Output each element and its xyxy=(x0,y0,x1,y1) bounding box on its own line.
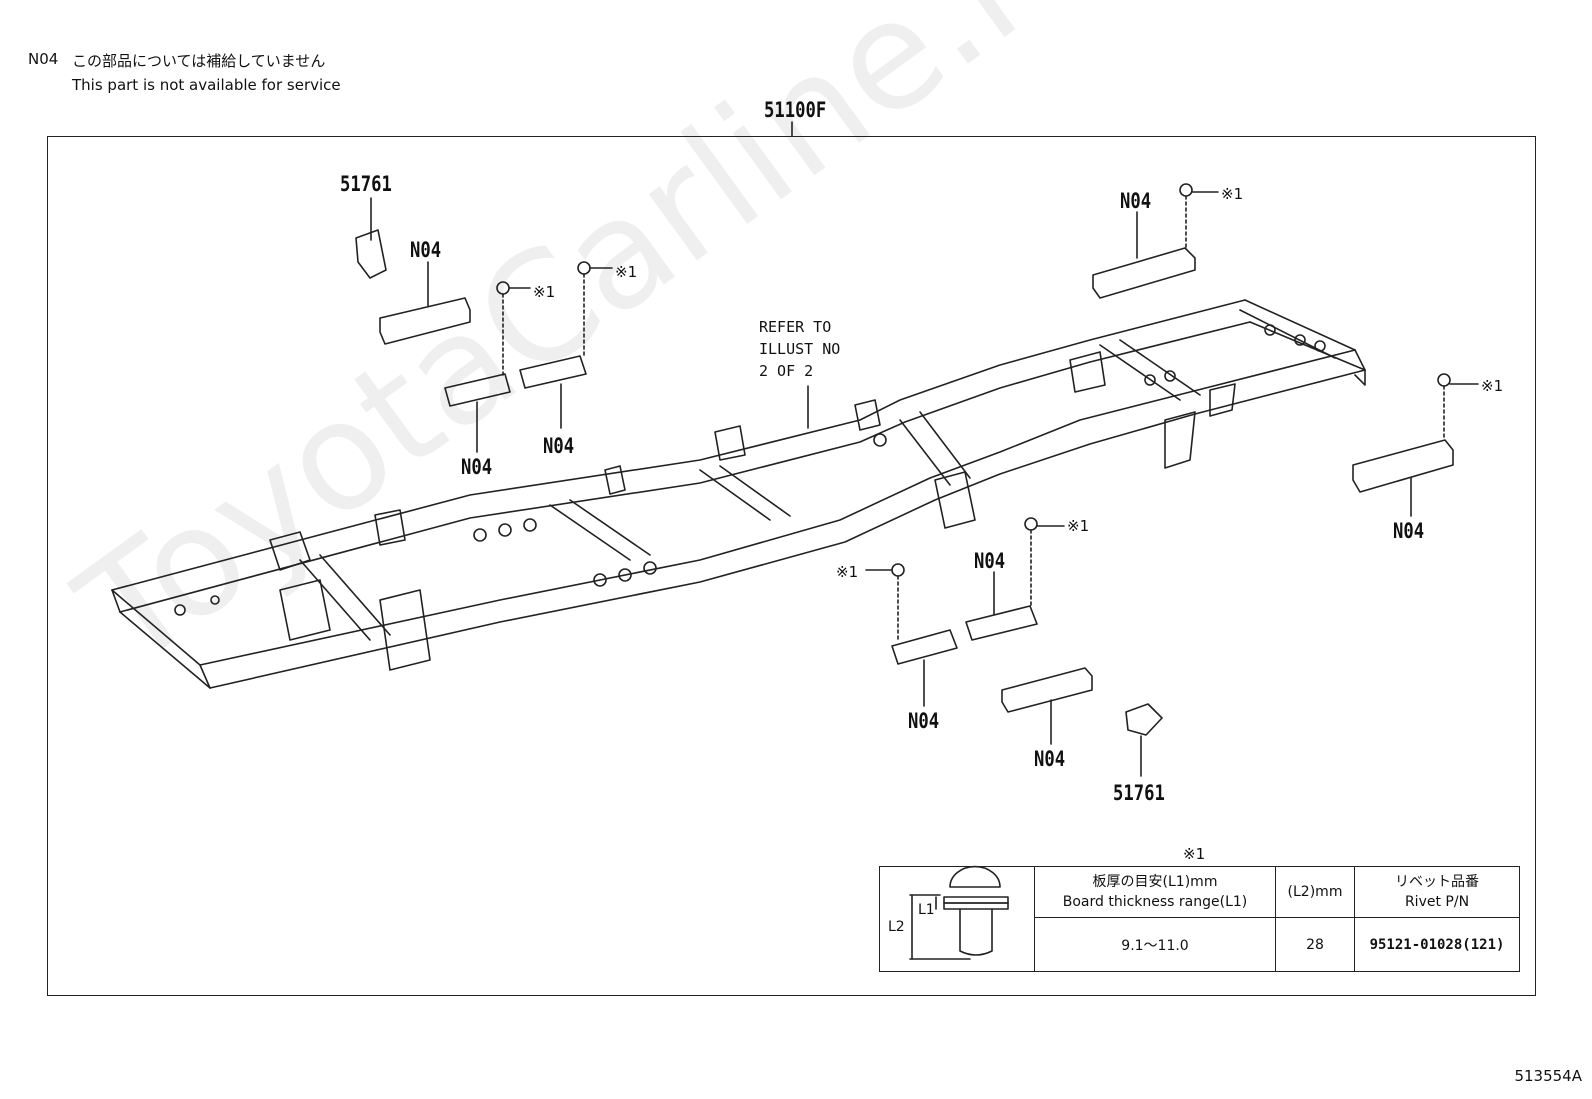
rivet-mark: ※1 xyxy=(533,283,556,301)
thickness-range-value: 9.1～11.0 xyxy=(1034,917,1276,972)
part-label-n04: N04 xyxy=(1120,189,1152,213)
rivet-spec-table: L1 L2 板厚の目安(L1)mm Board thickness range(… xyxy=(879,865,1520,972)
note-part-code: N04 xyxy=(28,50,59,68)
rivet-icon-1 xyxy=(496,281,531,376)
rivet-mark: ※1 xyxy=(615,263,638,281)
rivet-pn-value: 95121-01028(121) xyxy=(1354,917,1520,972)
refer-note: REFER TO ILLUST NO 2 OF 2 xyxy=(759,318,841,380)
part-label-n04: N04 xyxy=(1393,519,1425,543)
l2-value: 28 xyxy=(1275,917,1355,972)
rivet-icon-2 xyxy=(577,261,613,356)
rivet-pn-header: リベット品番 Rivet P/N xyxy=(1354,865,1520,919)
frame-left-rail xyxy=(111,299,1251,613)
l2-label: L2 xyxy=(888,919,905,935)
note-english: This part is not available for service xyxy=(72,76,341,94)
rivet-icon-5 xyxy=(865,563,905,641)
frame-right-rail xyxy=(199,349,1366,689)
rivet-icon-3 xyxy=(1179,183,1219,251)
figure-id: 513554A xyxy=(1514,1067,1582,1085)
part-label-n04: N04 xyxy=(543,434,575,458)
frame-holes xyxy=(174,324,1326,616)
rivet-diagram-cell: L1 L2 xyxy=(879,866,1035,972)
rivet-table-title: ※1 xyxy=(1183,845,1206,863)
rivet-icon-4 xyxy=(1437,373,1479,441)
l2-header: (L2)mm xyxy=(1275,865,1355,919)
note-japanese: この部品については補給していません xyxy=(72,52,326,70)
rivet-mark: ※1 xyxy=(1067,517,1090,535)
part-label-51761-lower: 51761 xyxy=(1113,781,1165,805)
rivet-mark: ※1 xyxy=(1481,377,1504,395)
part-label-n04: N04 xyxy=(908,709,940,733)
part-label-n04: N04 xyxy=(461,455,493,479)
rivet-mark: ※1 xyxy=(1221,185,1244,203)
part-label-51761-upper: 51761 xyxy=(340,172,392,196)
part-label-n04: N04 xyxy=(410,238,442,262)
assembly-label: 51100F xyxy=(764,98,827,122)
part-label-n04: N04 xyxy=(1034,747,1066,771)
l1-label: L1 xyxy=(918,902,935,918)
part-label-n04: N04 xyxy=(974,549,1006,573)
thickness-header: 板厚の目安(L1)mm Board thickness range(L1) xyxy=(1034,865,1276,919)
rivet-icon-6 xyxy=(1024,517,1065,607)
rivet-mark: ※1 xyxy=(836,563,859,581)
